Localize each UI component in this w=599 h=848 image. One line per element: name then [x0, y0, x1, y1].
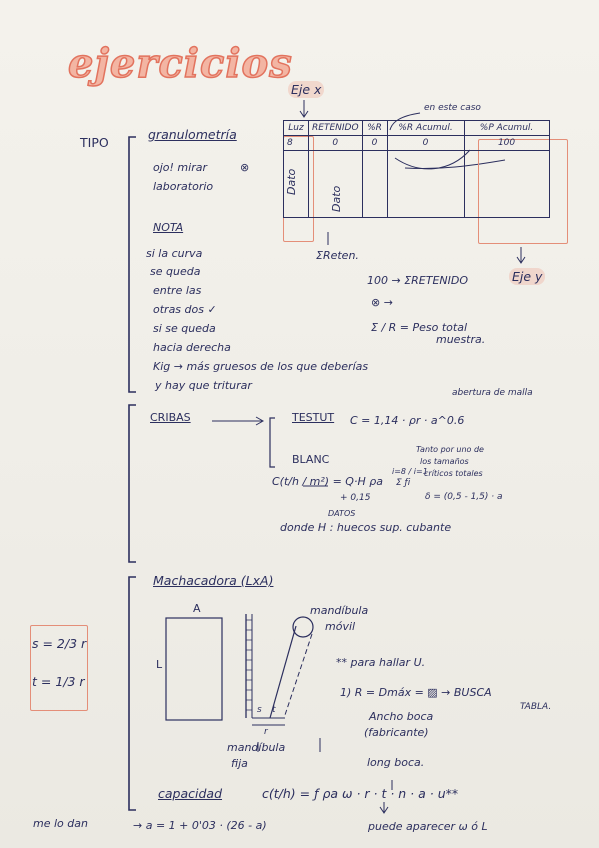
tanto-text: Tanto por uno de [416, 445, 484, 454]
capacidad-label: capacidad [158, 786, 223, 801]
table-cell: 0 [308, 135, 363, 151]
laboratorio-text: laboratorio [153, 180, 214, 193]
sum-reten-text: ΣReten. [316, 249, 359, 262]
note-x: ⊗ → [371, 296, 393, 309]
page-title: ejercicios [67, 39, 293, 88]
abertura-text: abertura de malla [452, 388, 533, 398]
puede-text: puede aparecer ω ó L [368, 820, 488, 833]
ojo-mark: ⊗ [240, 161, 250, 174]
label-t: t [272, 705, 276, 715]
tipo-label: TIPO [80, 135, 109, 150]
nota-line: entre las [153, 284, 202, 297]
delta-formula: δ = (0,5 - 1,5) · a [425, 492, 503, 502]
table-header: %R Acumul. [386, 120, 465, 136]
table-header: RETENIDO [308, 120, 363, 136]
mandibula-fija: fija [231, 757, 248, 770]
note-r: Σ / R = Peso total [371, 321, 468, 334]
tabla-text: TABLA. [520, 702, 552, 712]
eje-x-label: Eje x [288, 81, 325, 98]
table-header: %R [361, 120, 388, 136]
table-cell [283, 150, 309, 218]
jaw-box [165, 617, 223, 721]
blanc-label: BLANC [292, 453, 330, 466]
eq1-text: 1) R = Dmáx = ▨ → BUSCA [340, 686, 492, 699]
capacidad-formula: c(t/h) = ƒ ρa ω · r · t · n · a · u** [262, 786, 459, 801]
datos-label: DATOS [328, 509, 356, 518]
nota-line: otras dos ✓ [153, 303, 217, 316]
s-formula: s = 2/3 r [32, 636, 87, 651]
granulometria-heading: granulometría [148, 127, 237, 142]
ojo-text: ojo! mirar [153, 161, 207, 174]
cribas-bracket [128, 404, 136, 563]
nota-line: si la curva [146, 247, 203, 260]
table-cell [386, 150, 465, 218]
ancho-boca-text: Ancho boca [369, 710, 434, 723]
table-header: Luz [283, 120, 309, 136]
granulometry-table: Luz RETENIDO %R %R Acumul. %P Acumul. 8 … [283, 120, 550, 218]
mandibula-fija: mandíbula [227, 741, 286, 754]
nota-label: NOTA [153, 221, 184, 234]
machacadora-bracket [128, 576, 136, 811]
blanc-formula: C(t/h / m²) = Q·H ρa [272, 475, 383, 488]
blanc-sum-limits: i=8 / i=1 [392, 467, 428, 476]
fabricante-text: (fabricante) [364, 726, 429, 739]
label-l: L [156, 658, 163, 671]
donde-text: donde H : huecos sup. cubante [280, 521, 452, 534]
label-s: s [257, 705, 262, 715]
table-cell [463, 150, 550, 218]
table-cell [361, 150, 388, 218]
note-100: 100 → ΣRETENIDO [367, 274, 469, 287]
long-boca-text: long boca. [367, 756, 425, 769]
table-cell: 0 [386, 135, 465, 151]
cribas-heading: CRIBAS [150, 411, 191, 424]
formula-highlight-box [30, 625, 88, 711]
mandibula-movil: móvil [325, 620, 356, 633]
machacadora-heading: Machacadora (LxA) [153, 573, 274, 588]
label-r: r [264, 727, 268, 737]
nota-line: se queda [150, 265, 201, 278]
para-hallar-text: ** para hallar U. [336, 656, 426, 669]
testut-label: TESTUT [292, 411, 335, 424]
table-cell: 0 [361, 135, 388, 151]
dato-text: Dato [330, 185, 343, 212]
dato-text: Dato [285, 168, 298, 195]
tanto-text: los tamaños [420, 457, 469, 466]
eje-y-label: Eje y [509, 268, 546, 285]
label-a: A [193, 602, 201, 615]
granulometria-bracket [128, 136, 136, 393]
testut-formula: C = 1,14 · ρr · a^0.6 [350, 414, 465, 427]
mandibula-movil: mandíbula [310, 604, 369, 617]
nota-line: y hay que triturar [155, 379, 252, 392]
table-cell: 100 [463, 135, 550, 151]
nota-line: Kig → más gruesos de los que deberías [153, 360, 369, 373]
table-cell: 8 [283, 135, 309, 151]
nota-line: hacia derecha [153, 341, 231, 354]
a-formula: → a = 1 + 0'03 · (26 - a) [133, 819, 267, 832]
me-lo-dan-text: me lo dan [33, 817, 88, 830]
table-cell [308, 150, 363, 218]
t-formula: t = 1/3 r [32, 674, 85, 689]
note-muestra: muestra. [436, 333, 486, 346]
tanto-text: críticos totales [424, 469, 483, 478]
blanc-sum: Σ ƒi [396, 478, 411, 488]
nota-line: si se queda [153, 322, 216, 335]
blanc-div: + 0,15 [340, 493, 371, 503]
table-header: %P Acumul. [463, 120, 550, 136]
en-este-caso-text: en este caso [424, 103, 481, 113]
